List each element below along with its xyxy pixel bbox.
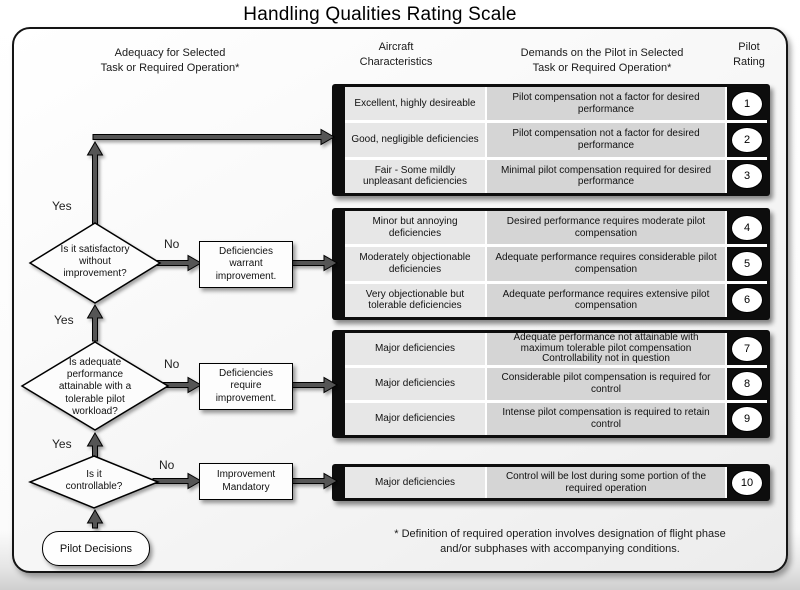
table-row: Minor but annoying deficiencies Desired …: [345, 211, 767, 245]
rating-badge: 1: [731, 90, 763, 117]
yes-label-2: Yes: [54, 313, 74, 327]
rating-cell: 5: [727, 247, 767, 281]
rating-badge: 6: [731, 287, 763, 314]
demands-cell: Minimal pilot compensation required for …: [487, 159, 725, 193]
rating-badge: 10: [731, 469, 763, 496]
characteristics-cell: Major deficiencies: [345, 333, 485, 365]
table-row: Major deficiencies Considerable pilot co…: [345, 368, 767, 400]
header-adequacy: Adequacy for Selected Task or Required O…: [100, 47, 240, 74]
demands-cell: Control will be lost during some portion…: [487, 467, 725, 498]
rating-group-3: Major deficiencies Adequate performance …: [332, 330, 770, 438]
action-box-deficiencies-warrant: Deficiencies warrant improvement.: [199, 241, 293, 288]
rating-cell: 3: [727, 159, 767, 193]
header-aircraft-characteristics: Aircraft Characteristics: [359, 41, 433, 68]
demands-cell: Adequate performance requires extensive …: [487, 283, 725, 317]
yes-label-1: Yes: [52, 199, 72, 213]
demands-cell: Desired performance requires moderate pi…: [487, 211, 725, 245]
rating-badge: 4: [731, 214, 763, 241]
table-row: Major deficiencies Adequate performance …: [345, 333, 767, 365]
demands-cell: Considerable pilot compensation is requi…: [487, 368, 725, 400]
table-row: Excellent, highly desireable Pilot compe…: [345, 87, 767, 121]
characteristics-cell: Excellent, highly desireable: [345, 87, 485, 121]
no-label-3: No: [159, 458, 175, 472]
table-row: Very objectionable but tolerable deficie…: [345, 283, 767, 317]
characteristics-cell: Good, negligible deficiencies: [345, 123, 485, 157]
characteristics-cell: Major deficiencies: [345, 467, 485, 498]
rating-badge: 5: [731, 250, 763, 277]
table-row: Fair - Some mildly unpleasant deficienci…: [345, 159, 767, 193]
table-row: Moderately objectionable deficiencies Ad…: [345, 247, 767, 281]
rating-badge: 3: [731, 163, 763, 190]
rating-cell: 4: [727, 211, 767, 245]
rating-cell: 7: [727, 333, 767, 365]
header-pilot-rating: Pilot Rating: [733, 41, 765, 68]
characteristics-cell: Major deficiencies: [345, 368, 485, 400]
rating-cell: 1: [727, 87, 767, 121]
rating-cell: 6: [727, 283, 767, 317]
no-label-1: No: [164, 237, 180, 251]
table-row: Good, negligible deficiencies Pilot comp…: [345, 123, 767, 157]
demands-cell: Adequate performance requires considerab…: [487, 247, 725, 281]
table-row: Major deficiencies Control will be lost …: [345, 467, 767, 498]
characteristics-cell: Very objectionable but tolerable deficie…: [345, 283, 485, 317]
yes-label-3: Yes: [52, 437, 72, 451]
decision-3-question: Is it controllable?: [65, 469, 123, 493]
rating-cell: 8: [727, 368, 767, 400]
action-box-deficiencies-require: Deficiencies require improvement.: [199, 363, 293, 410]
rating-group-4: Major deficiencies Control will be lost …: [332, 464, 770, 501]
demands-cell: Pilot compensation not a factor for desi…: [487, 87, 725, 121]
rating-badge: 8: [731, 371, 763, 397]
table-row: Major deficiencies Intense pilot compens…: [345, 403, 767, 435]
header-demands: Demands on the Pilot in Selected Task or…: [520, 47, 684, 74]
characteristics-cell: Minor but annoying deficiencies: [345, 211, 485, 245]
demands-cell: Pilot compensation not a factor for desi…: [487, 123, 725, 157]
rating-badge: 9: [731, 406, 763, 432]
rating-group-2: Minor but annoying deficiencies Desired …: [332, 208, 770, 320]
decision-2-question: Is adequate performance attainable with …: [58, 357, 132, 417]
rating-cell: 2: [727, 123, 767, 157]
decision-1-question: Is it satisfactory without improvement?: [60, 244, 130, 280]
rating-cell: 10: [727, 467, 767, 498]
characteristics-cell: Moderately objectionable deficiencies: [345, 247, 485, 281]
rating-cell: 9: [727, 403, 767, 435]
pilot-decisions-node: Pilot Decisions: [42, 531, 150, 566]
rating-group-1: Excellent, highly desireable Pilot compe…: [332, 84, 770, 196]
demands-cell: Adequate performance not attainable with…: [487, 333, 725, 365]
action-box-improvement-mandatory: Improvement Mandatory: [199, 463, 293, 500]
rating-badge: 7: [731, 336, 763, 362]
footnote: * Definition of required operation invol…: [394, 528, 726, 555]
characteristics-cell: Fair - Some mildly unpleasant deficienci…: [345, 159, 485, 193]
characteristics-cell: Major deficiencies: [345, 403, 485, 435]
no-label-2: No: [164, 357, 180, 371]
demands-cell: Intense pilot compensation is required t…: [487, 403, 725, 435]
rating-badge: 2: [731, 126, 763, 153]
page-title: Handling Qualities Rating Scale: [243, 4, 517, 25]
